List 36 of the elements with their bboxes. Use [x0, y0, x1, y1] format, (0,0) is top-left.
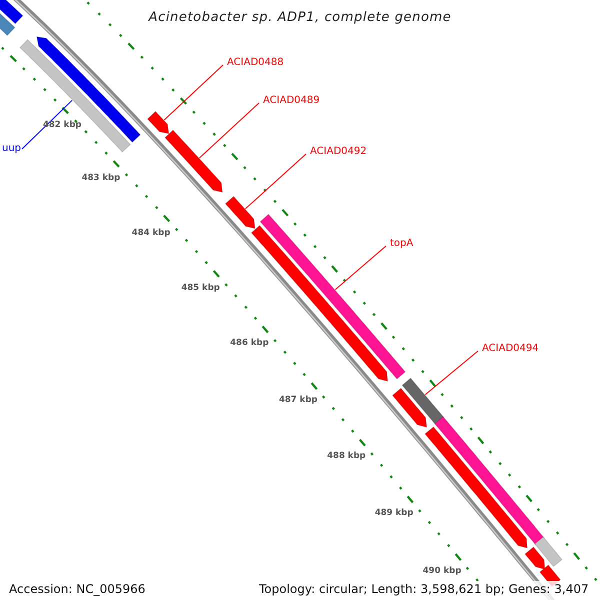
gene-bar — [424, 426, 528, 548]
gene-label: ACIAD0489 — [263, 95, 320, 106]
gene-label: topA — [390, 238, 414, 249]
leader-line — [334, 246, 386, 290]
leader-line — [198, 102, 260, 158]
gene-bar — [434, 416, 545, 546]
gene-bar — [524, 546, 546, 570]
leader-line — [244, 154, 306, 210]
leader-line — [22, 100, 73, 150]
gene-bar — [19, 39, 131, 153]
gene-bar — [0, 0, 24, 24]
diagram-title: Acinetobacter sp. ADP1, complete genome — [147, 10, 452, 25]
gene-bar — [147, 110, 170, 134]
leader-line — [424, 350, 478, 396]
gene-bar — [250, 225, 388, 382]
gene-label: ACIAD0488 — [227, 57, 284, 68]
gene-label: uup — [2, 143, 22, 154]
footer-text: Accession: NC_005966 — [9, 582, 146, 596]
gene-bar — [402, 378, 444, 425]
gene-label: ACIAD0494 — [482, 343, 539, 354]
gene-label: ACIAD0492 — [310, 146, 367, 157]
gene-bar — [224, 196, 256, 229]
leader-line — [164, 64, 224, 120]
scale-label: 490 kbp — [422, 566, 462, 576]
footer-text: Topology: circular; Length: 3,598,621 bp; Genes: 3,407 — [259, 582, 589, 596]
scale-label: 486 kbp — [230, 338, 269, 348]
scale-label: 489 kbp — [374, 508, 414, 518]
scale-label: 484 kbp — [132, 228, 170, 238]
gene-bar — [36, 36, 141, 142]
scale-label: 488 kbp — [327, 451, 366, 462]
scale-label: 485 kbp — [181, 282, 220, 293]
gene-bar — [392, 388, 428, 428]
gene-bar — [164, 130, 223, 193]
scale-label: 483 kbp — [82, 173, 120, 184]
gene-bar — [534, 536, 562, 567]
scale-label: 487 kbp — [278, 394, 318, 405]
